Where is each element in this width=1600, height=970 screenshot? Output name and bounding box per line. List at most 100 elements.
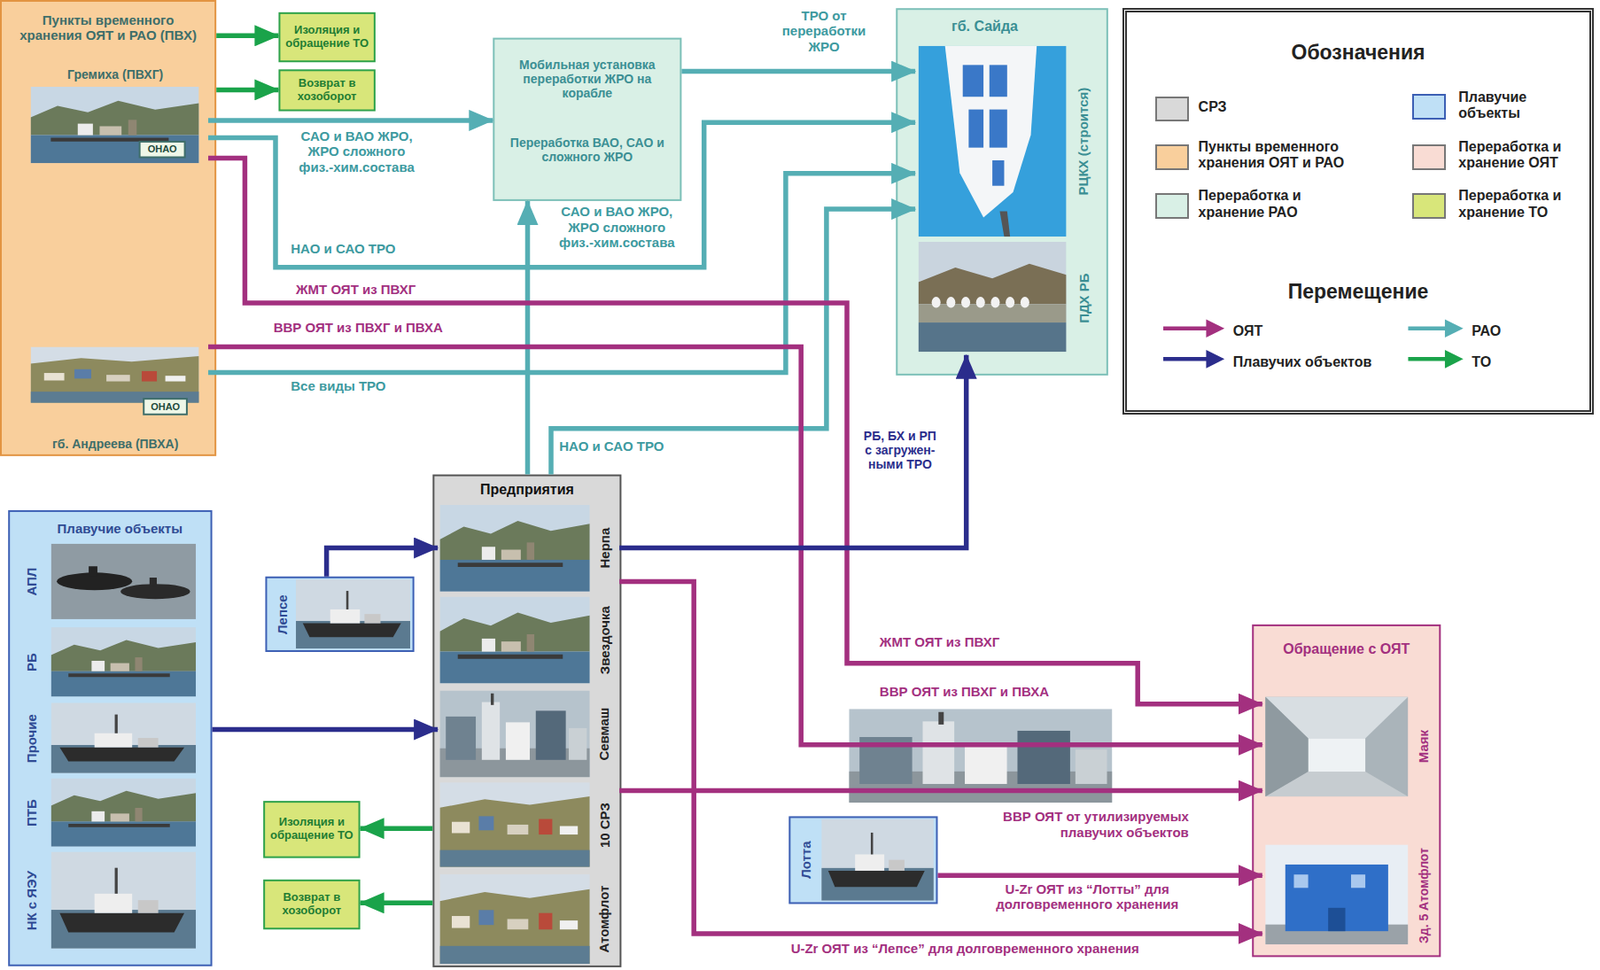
photo xyxy=(1265,696,1408,797)
flow-label: САО и ВАО ЖРО, ЖРО сложного физ.-хим.сос… xyxy=(293,128,421,175)
flow-label-slot: U-Zr ОЯТ из “Лотты” для долговременного … xyxy=(977,881,1197,913)
photo xyxy=(295,579,411,649)
snf-panel-fill xyxy=(1252,625,1440,956)
facility-text: Маяк xyxy=(1415,730,1431,763)
flow-arrow xyxy=(208,122,916,268)
legend-swatch xyxy=(1155,96,1189,123)
to-box: Изоляция и обращение ТО xyxy=(278,12,375,63)
to-box: Изоляция и обращение ТО xyxy=(263,800,360,859)
to-box: Возврат в хозоборот xyxy=(263,879,360,930)
vessel-row-text-slot: НК с ЯЭУ xyxy=(15,852,47,951)
flow-label-slot: Все виды ТРО xyxy=(290,378,386,394)
facility-text: Зд. 5 Атомфлот xyxy=(1416,847,1431,944)
legend-text: РАО xyxy=(1471,323,1501,340)
floating-panel: Плавучие объектыАПЛРБПрочиеПТБНК с ЯЭУ xyxy=(7,510,212,967)
vessel-row-text-slot: АПЛ xyxy=(15,543,47,620)
facility-text: ПДХ РБ xyxy=(1076,273,1092,324)
enterprise-panel-fill xyxy=(433,475,621,967)
legend-text-slot: Переработка и хранение РАО xyxy=(1198,187,1362,221)
enterprise-panel-text-slot: Предприятия xyxy=(434,478,620,501)
vessel-row: Прочие xyxy=(14,703,207,777)
tag-box-fill xyxy=(143,398,187,415)
photo xyxy=(1265,844,1408,945)
to-box-fill xyxy=(264,801,359,858)
enterprise-row-text: Звездочка xyxy=(597,605,613,675)
vessel-box-text-slot: Лепсе xyxy=(267,578,296,651)
process-box-fill xyxy=(493,38,681,201)
photo xyxy=(439,691,590,778)
facility-text-slot: Маяк xyxy=(1410,697,1437,798)
flow-arrow xyxy=(208,347,1263,746)
snf-panel-text: Обращение с ОЯТ xyxy=(1282,641,1410,658)
legend-heading: Обозначения xyxy=(1127,40,1590,64)
photo xyxy=(439,782,590,868)
flow-arrow xyxy=(216,33,279,39)
legend-text-slot: РАО xyxy=(1471,323,1501,340)
flow-label-slot: САО и ВАО ЖРО, ЖРО сложного физ.-хим.сос… xyxy=(293,128,421,175)
enterprise-row-text: Нерпа xyxy=(597,528,613,569)
flow-arrow xyxy=(551,209,916,474)
photo xyxy=(51,627,197,697)
site-panel-text-slot: гб. Сайда xyxy=(898,14,1072,39)
flow-arrow xyxy=(938,872,1263,878)
tag-box-text: ОНАО xyxy=(150,401,180,413)
legend-text-slot: ТО xyxy=(1471,354,1492,371)
vessel-box-fill xyxy=(789,816,937,903)
enterprise-row-text-slot: 10 СРЗ xyxy=(590,782,619,868)
enterprise-panel: ПредприятияНерпаЗвездочкаСевмаш 10 СРЗ Ато… xyxy=(432,474,622,968)
legend-text: Плавучие объекты xyxy=(1458,89,1576,123)
flow-label-slot: НАО и САО ТРО xyxy=(290,240,396,257)
enterprise-row-text-slot: Севмаш xyxy=(590,691,619,778)
facility-text-slot: ПДХ РБ xyxy=(1069,244,1098,352)
flow-label: ТРО от переработки ЖРО xyxy=(775,7,872,55)
flow-label: Все виды ТРО xyxy=(290,378,386,394)
photo xyxy=(51,702,197,773)
legend-text: Переработка и хранение РАО xyxy=(1198,187,1362,221)
flow-label-slot: САО и ВАО ЖРО, ЖРО сложного физ.-хим.сос… xyxy=(552,203,681,250)
vessel-box-text: Лотта xyxy=(797,841,813,879)
flow-arrow xyxy=(212,727,439,733)
legend-text-slot: Переработка и хранение ТО xyxy=(1458,187,1576,221)
process-box-text-slot: Мобильная установка переработки ЖРО на к… xyxy=(497,44,677,114)
flow-label: РБ, БХ и РП с загружен-ными ТРО xyxy=(860,428,940,472)
flow-label-slot: ЖМТ ОЯТ из ПВХГ xyxy=(295,281,416,297)
site-group-text: гб. Андреева (ПВХА) xyxy=(52,436,179,451)
flow-arrow xyxy=(360,900,434,907)
flow-label: U-Zr ОЯТ из “Лепсе” для долговременного … xyxy=(791,940,1140,956)
vessel-box-text-slot: Лотта xyxy=(791,819,820,901)
site-group-text-slot: Гремиха (ПВХГ) xyxy=(24,64,207,86)
legend-text-slot: ОЯТ xyxy=(1233,323,1264,340)
legend-swatch xyxy=(1412,193,1446,219)
legend-text: Плавучих объектов xyxy=(1233,354,1373,371)
facility: Маяк xyxy=(1262,693,1438,800)
storage-panel-text-slot: Пункты временного хранения ОЯТ и РАО (ПВ… xyxy=(15,4,200,52)
legend-arrow xyxy=(1163,326,1209,331)
legend-arrow xyxy=(1205,349,1225,369)
facility-text: РЦКХ (строится) xyxy=(1076,87,1092,196)
legend-text-slot: Плавучих объектов xyxy=(1233,354,1373,371)
enterprise-row-text: Атомфлот xyxy=(597,885,613,954)
legend-arrow xyxy=(1444,349,1464,369)
flow-label-slot: ТРО от переработки ЖРО xyxy=(775,7,872,55)
legend-heading-slot: Обозначения xyxy=(1127,40,1590,64)
flow-label: ВВР ОЯТ из ПВХГ и ПВХА xyxy=(273,319,443,335)
legend-swatch xyxy=(1155,193,1189,219)
flow-arrow xyxy=(326,548,439,577)
to-box-text: Возврат в хозоборот xyxy=(280,77,374,104)
flow-label: НАО и САО ТРО xyxy=(559,438,664,454)
flow-arrow xyxy=(208,158,1263,705)
flow-label: ВВР ОЯТ из ПВХГ и ПВХА xyxy=(879,683,1049,700)
tag-box-text-slot: ОНАО xyxy=(142,397,188,416)
to-box-text-slot: Изоляция и обращение ТО xyxy=(264,802,358,856)
facility-text-slot: Зд. 5 Атомфлот xyxy=(1410,845,1437,947)
site-group: Гремиха (ПВХГ)ОНАО xyxy=(22,62,209,167)
to-box-text-slot: Возврат в хозоборот xyxy=(280,71,374,110)
flow-label-slot: ВВР ОЯТ от утилизируемых плавучих объект… xyxy=(979,808,1189,840)
legend-text-slot: СРЗ xyxy=(1198,99,1362,116)
floating-panel-fill xyxy=(8,511,211,966)
vessel-row-text-slot: Прочие xyxy=(15,703,47,776)
legend-heading: Перемещение xyxy=(1127,279,1590,303)
legend-text: Переработка и хранение ОЯТ xyxy=(1458,139,1576,172)
